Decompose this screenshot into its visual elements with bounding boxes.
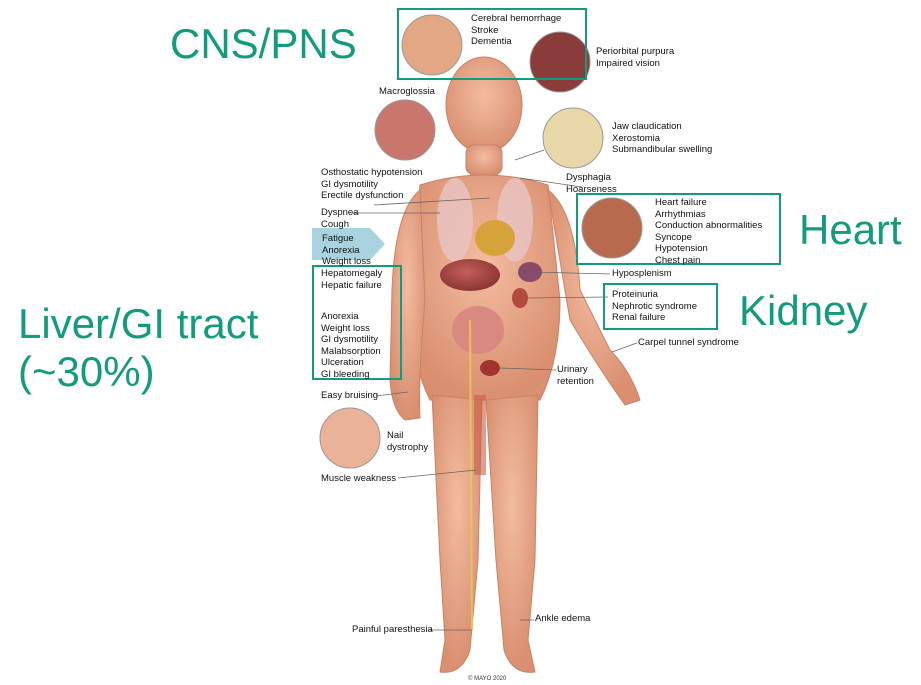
constitutional-label-line: Anorexia: [322, 245, 371, 257]
ankle-label-line: Ankle edema: [535, 613, 590, 625]
brain-label-line: Stroke: [471, 25, 561, 37]
gi-label-line: Ulceration: [321, 357, 381, 369]
skin-label: Easy bruising: [321, 390, 378, 402]
constitutional-label-line: Fatigue: [322, 233, 371, 245]
skin-label-line: Easy bruising: [321, 390, 378, 402]
throat-label-line: Dysphagia: [566, 172, 617, 184]
tongue-label: Macroglossia: [379, 86, 435, 98]
tongue-label-line: Macroglossia: [379, 86, 435, 98]
liver-label-line: Hepatomegaly: [321, 268, 382, 280]
autonomic-label-line: Erectile dysfunction: [321, 190, 422, 202]
liver-organ: [440, 259, 500, 291]
heart-label-line: Hypotension: [655, 243, 762, 255]
autonomic-label: Osthostatic hypotension GI dysmotility E…: [321, 167, 422, 202]
bladder-label-line: Urinary: [557, 364, 594, 376]
gi-label-line: GI dysmotility: [321, 334, 381, 346]
kidney-label-line: Proteinuria: [612, 289, 697, 301]
throat-label: Dysphagia Hoarseness: [566, 172, 617, 195]
gi-label-line: GI bleeding: [321, 369, 381, 381]
copyright-text: © MAYO 2020: [468, 676, 506, 682]
kidney-label-line: Nephrotic syndrome: [612, 301, 697, 313]
lung-label-line: Dyspnea: [321, 207, 359, 219]
eye-label-line: Periorbital purpura: [596, 46, 674, 58]
liver-label-line: Hepatic failure: [321, 280, 382, 292]
muscle-label-line: Muscle weakness: [321, 473, 396, 485]
gi-label-line: Malabsorption: [321, 346, 381, 358]
autonomic-label-line: Osthostatic hypotension: [321, 167, 422, 179]
intestine: [452, 306, 504, 354]
ankle-label: Ankle edema: [535, 613, 590, 625]
heart-label-line: Conduction abnormalities: [655, 220, 762, 232]
tongue-inset: [375, 100, 435, 160]
wrist-label-line: Carpel tunnel syndrome: [638, 337, 739, 349]
constitutional-label: Fatigue Anorexia Weight loss: [322, 233, 371, 268]
nerve-label: Painful paresthesia: [352, 624, 433, 636]
bladder-label: Urinary retention: [557, 364, 594, 387]
cns-heading: CNS/PNS: [170, 20, 357, 68]
kidney-label: Proteinuria Nephrotic syndrome Renal fai…: [612, 289, 697, 324]
nerve-label-line: Painful paresthesia: [352, 624, 433, 636]
jaw-inset: [543, 108, 603, 168]
kidney-label-line: Renal failure: [612, 312, 697, 324]
neck: [466, 145, 502, 175]
jaw-label-line: Xerostomia: [612, 133, 712, 145]
bladder-organ: [480, 360, 500, 376]
kidney-heading: Kidney: [739, 287, 867, 335]
heart-label-line: Arrhythmias: [655, 209, 762, 221]
liver-heading-line2: (~30%): [18, 348, 258, 396]
right-leg: [486, 395, 538, 672]
lung-label-line: Cough: [321, 219, 359, 231]
gi-label-line: Weight loss: [321, 323, 381, 335]
gi-label-line: Anorexia: [321, 311, 381, 323]
eye-label-line: Impaired vision: [596, 58, 674, 70]
heart-heading: Heart: [799, 206, 902, 254]
jaw-label-line: Jaw claudication: [612, 121, 712, 133]
bladder-label-line: retention: [557, 376, 594, 388]
heart-label-line: Syncope: [655, 232, 762, 244]
spleen-label: Hyposplenism: [612, 268, 672, 280]
muscle-label: Muscle weakness: [321, 473, 396, 485]
gi-label: Anorexia Weight loss GI dysmotility Mala…: [321, 311, 381, 380]
heart-label-line: Heart failure: [655, 197, 762, 209]
constitutional-label-line: Weight loss: [322, 256, 371, 268]
brain-label-line: Dementia: [471, 36, 561, 48]
jaw-label-line: Submandibular swelling: [612, 144, 712, 156]
autonomic-label-line: GI dysmotility: [321, 179, 422, 191]
liver-heading: Liver/GI tract (~30%): [18, 300, 258, 397]
brain-label: Cerebral hemorrhage Stroke Dementia: [471, 13, 561, 48]
liver-heading-line1: Liver/GI tract: [18, 300, 258, 348]
wrist-label: Carpel tunnel syndrome: [638, 337, 739, 349]
heart-label: Heart failure Arrhythmias Conduction abn…: [655, 197, 762, 266]
nail-inset: [320, 408, 380, 468]
eye-label: Periorbital purpura Impaired vision: [596, 46, 674, 69]
throat-label-line: Hoarseness: [566, 184, 617, 196]
lung-left: [437, 178, 473, 262]
nail-label-line: dystrophy: [387, 442, 428, 454]
kidney-organ: [512, 288, 528, 308]
muscle-strip: [474, 395, 486, 475]
spleen-label-line: Hyposplenism: [612, 268, 672, 280]
nail-label: Nail dystrophy: [387, 430, 428, 453]
heart-label-line: Chest pain: [655, 255, 762, 267]
nail-label-line: Nail: [387, 430, 428, 442]
jaw-label: Jaw claudication Xerostomia Submandibula…: [612, 121, 712, 156]
liver-label: Hepatomegaly Hepatic failure: [321, 268, 382, 291]
heart-organ: [475, 220, 515, 256]
lung-label: Dyspnea Cough: [321, 207, 359, 230]
brain-label-line: Cerebral hemorrhage: [471, 13, 561, 25]
